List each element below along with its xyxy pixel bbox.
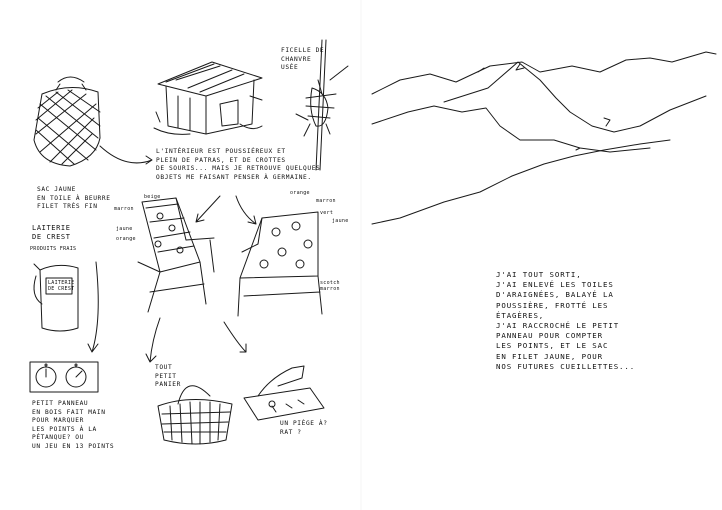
chair2-label-jaune: jaune bbox=[332, 218, 349, 224]
twine-caption: FICELLE DE CHANVRE USÉE bbox=[281, 47, 325, 72]
folding-chair-icon bbox=[137, 197, 215, 313]
arrow-trap bbox=[223, 321, 247, 353]
basket-icon bbox=[157, 385, 233, 445]
chair2-label-vert: vert bbox=[320, 210, 334, 216]
board-caption: PETIT PANNEAU EN BOIS FAIT MAIN POUR MAR… bbox=[32, 400, 115, 450]
chair1-label-beige: beige bbox=[144, 194, 161, 200]
chair2-label-scotch: scotch marron bbox=[320, 280, 340, 292]
chair1-label-jaune: jaune bbox=[116, 226, 133, 232]
interior-caption: L'INTÉRIEUR EST POUSSIÉREUX ET PLEIN DE … bbox=[156, 148, 321, 181]
milk-pitcher-icon bbox=[33, 263, 79, 332]
score-board-icon bbox=[29, 361, 99, 393]
mountain-landscape-icon bbox=[371, 51, 717, 225]
arrow-bag bbox=[99, 145, 153, 165]
chair2-label-orange: orange bbox=[290, 190, 310, 196]
twine-post-icon bbox=[295, 39, 349, 171]
arrow-basket bbox=[145, 317, 161, 363]
pitcher-label: LAITERIE DE CREST bbox=[48, 280, 75, 292]
dairy-title: LAITERIE de CREST bbox=[32, 224, 71, 241]
net-bag-icon bbox=[33, 76, 101, 167]
chair1-label-marron: marron bbox=[114, 206, 134, 212]
trap-icon bbox=[243, 365, 325, 421]
arrow-board bbox=[87, 261, 99, 353]
shed-icon bbox=[153, 61, 263, 135]
bag-caption: SAC JAUNE EN TOILE À BEURRE FILET TRÈS F… bbox=[37, 186, 111, 211]
trap-caption: UN PIÈGE À? RAT ? bbox=[280, 420, 328, 436]
basket-caption: TOUT PETIT PANIER bbox=[155, 364, 181, 389]
chair1-label-orange: orange bbox=[116, 236, 136, 242]
folding-chair-icon-2 bbox=[237, 211, 323, 317]
chair2-label-marron: marron bbox=[316, 198, 336, 204]
dairy-subtitle: PRODUITS FRAIS bbox=[30, 246, 77, 252]
right-page-text: J'AI TOUT SORTI, J'AI ENLEVÉ LES TOILES … bbox=[496, 270, 636, 371]
arrow-chair-1 bbox=[195, 195, 221, 223]
arrow-chair-2 bbox=[235, 195, 257, 225]
